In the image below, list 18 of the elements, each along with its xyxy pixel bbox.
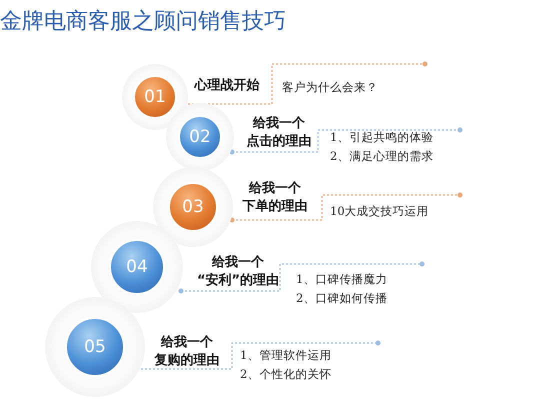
list-item: 1、引起共鸣的体验 (330, 129, 434, 146)
heading-text: 心理战开始 (193, 77, 260, 95)
heading-text: 点击的理由 (246, 133, 312, 151)
list-item: 2、满足心理的需求 (330, 148, 434, 165)
list-item: 客户为什么会来？ (282, 79, 378, 96)
heading-text: 给我一个 (252, 115, 306, 133)
list-item: 1、管理软件运用 (240, 347, 332, 364)
heading-text: 下单的理由 (242, 198, 308, 216)
heading-text: 复购的理由 (154, 352, 220, 370)
list-item: 10大成交技巧运用 (330, 203, 429, 220)
heading-text: “安利”的理由 (196, 272, 280, 290)
list-item: 2、个性化的关怀 (240, 366, 332, 383)
heading-text: 给我一个 (248, 180, 302, 198)
list-item: 2、口碑如何传播 (296, 290, 388, 307)
title-text: 金牌电商客服之顾问销售技巧 (0, 8, 286, 36)
heading-text: 给我一个 (160, 334, 214, 352)
list-item: 1、口碑传播魔力 (296, 271, 388, 288)
heading-text: 给我一个 (210, 254, 265, 272)
